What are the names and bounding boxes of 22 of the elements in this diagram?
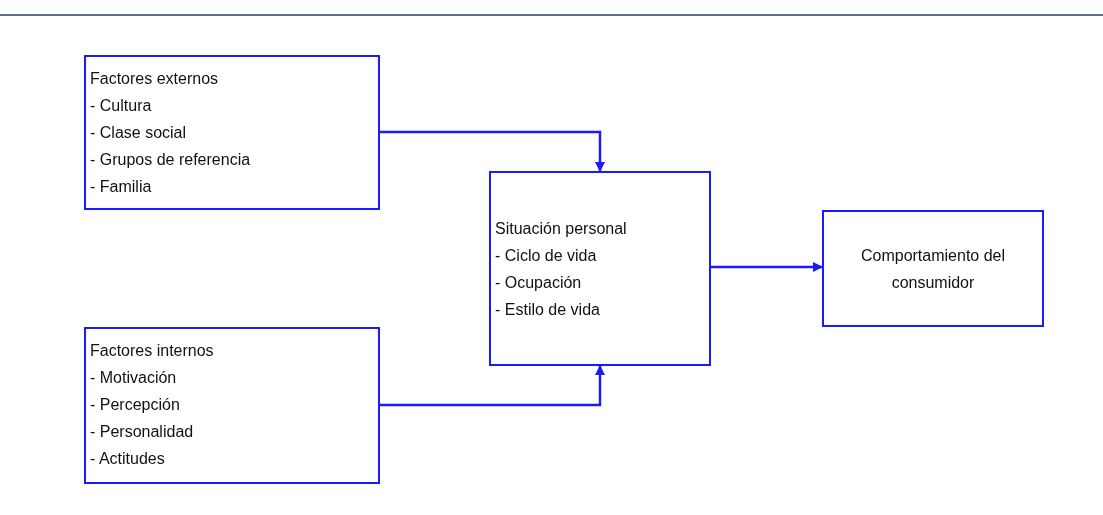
process-box bbox=[822, 210, 1044, 327]
box-text: - Familia bbox=[90, 177, 152, 197]
arrow bbox=[380, 365, 605, 407]
box-text: - Personalidad bbox=[90, 422, 194, 442]
box-text: Comportamiento del consumidor bbox=[859, 245, 1007, 293]
box-text: - Motivación bbox=[90, 368, 177, 388]
arrow bbox=[711, 262, 823, 272]
box-text: - Percepción bbox=[90, 395, 180, 415]
box-text: - Ocupación bbox=[495, 272, 582, 293]
box-text: - Cultura bbox=[90, 96, 152, 116]
process-box bbox=[84, 327, 380, 484]
box-heading: Factores externos bbox=[90, 69, 219, 89]
box-text: - Grupos de referencia bbox=[90, 150, 251, 170]
box-text: - Actitudes bbox=[90, 449, 165, 469]
arrow bbox=[380, 130, 605, 172]
box-heading: Situación personal bbox=[495, 218, 627, 239]
process-box bbox=[489, 171, 711, 366]
process-box bbox=[84, 55, 380, 210]
box-text: - Clase social bbox=[90, 123, 187, 143]
box-text: - Estilo de vida bbox=[495, 299, 600, 320]
box-text: - Ciclo de vida bbox=[495, 245, 597, 266]
box-heading: Factores internos bbox=[90, 341, 214, 361]
